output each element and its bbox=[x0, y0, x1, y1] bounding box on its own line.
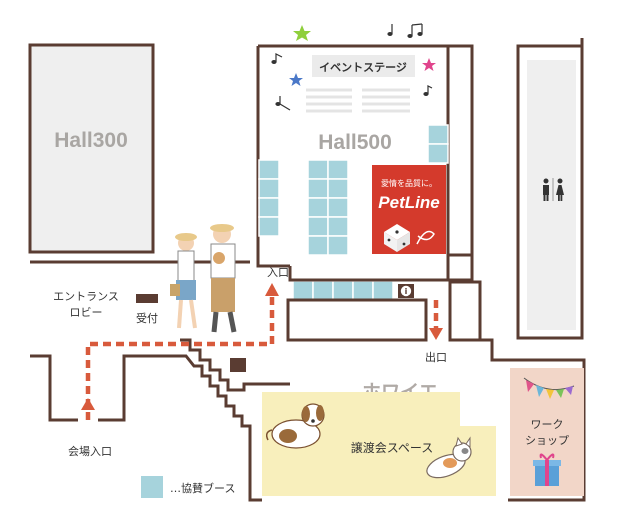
exit-out-label: 出口 bbox=[425, 350, 447, 364]
cat-icon bbox=[426, 436, 472, 479]
legend-booth-swatch bbox=[141, 476, 163, 498]
hall-entrance-arrow bbox=[265, 283, 279, 296]
workshop-label-line2: ショップ bbox=[525, 434, 569, 447]
svg-text:i: i bbox=[405, 287, 408, 296]
entrance-lobby-label-line1: エントランス bbox=[53, 290, 119, 303]
hall300-label: Hall300 bbox=[54, 129, 128, 152]
hall300-room: Hall300 bbox=[28, 43, 155, 254]
stage-seating-lines bbox=[306, 88, 410, 113]
dog-icon bbox=[265, 403, 325, 449]
info-icon: i bbox=[398, 284, 414, 298]
legend: …協賛ブース bbox=[141, 476, 235, 498]
restroom-icon bbox=[543, 178, 564, 201]
adoption-space-label: 譲渡会スペース bbox=[351, 440, 434, 455]
sponsor-tagline: 愛情を品質に。 bbox=[381, 178, 437, 188]
star-icon bbox=[289, 25, 436, 86]
entrance-in-label: 入口 bbox=[267, 266, 289, 279]
music-note-icon bbox=[271, 23, 433, 111]
entrance-lobby-label-line2: ロビー bbox=[70, 306, 103, 319]
visitors-illustration bbox=[170, 224, 237, 333]
workshop-label-line1: ワーク bbox=[531, 418, 564, 431]
sponsor-brand: PetLine bbox=[378, 193, 439, 212]
workshop-area: ワーク ショップ bbox=[510, 368, 584, 496]
reception-desk bbox=[136, 294, 158, 303]
venue-entrance-arrow bbox=[81, 398, 95, 410]
pillar bbox=[230, 358, 246, 372]
petline-sponsor-area: 愛情を品質に。 PetLine bbox=[372, 165, 446, 254]
bunting-icon bbox=[523, 377, 575, 399]
reception-label: 受付 bbox=[136, 312, 158, 325]
dice-icon bbox=[384, 224, 410, 252]
exit-arrow bbox=[429, 328, 443, 340]
restroom-room bbox=[516, 44, 584, 340]
venue-entrance-label: 会場入口 bbox=[68, 445, 112, 458]
legend-booth-label: …協賛ブース bbox=[170, 481, 235, 495]
event-stage-label: イベントステージ bbox=[319, 61, 407, 74]
hall500-label: Hall500 bbox=[318, 131, 392, 154]
hall500-room: イベントステージ Hall500 bbox=[256, 44, 474, 268]
gift-icon bbox=[533, 453, 561, 486]
